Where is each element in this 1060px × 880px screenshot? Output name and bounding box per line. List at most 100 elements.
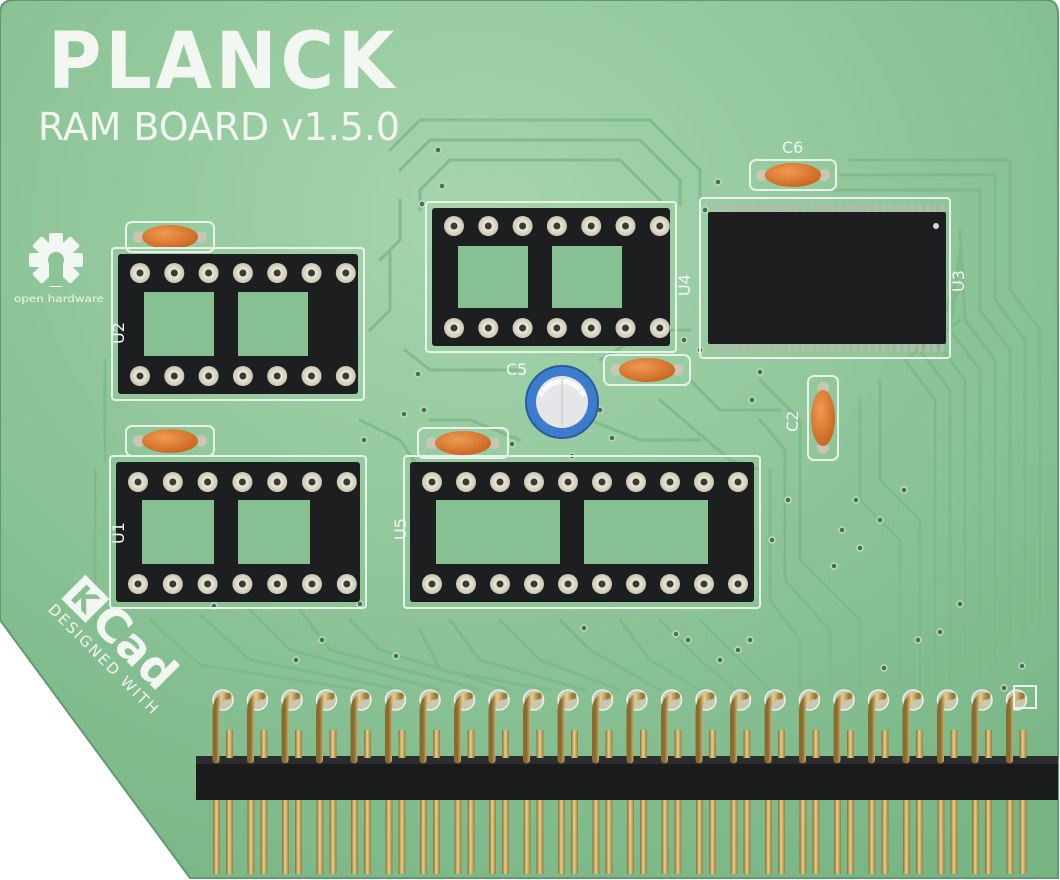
u3-pin (757, 342, 762, 352)
u3-pin (794, 342, 798, 352)
u3-pin (830, 342, 835, 352)
header-pin (488, 689, 510, 874)
header-pin (729, 689, 752, 874)
u3-pin (721, 342, 725, 352)
c5-designator: C5 (506, 360, 527, 379)
u3-pin (881, 342, 886, 352)
u3-pin (721, 204, 725, 214)
u3-pin (772, 342, 776, 352)
u4-designator: U4 (675, 274, 694, 296)
u3-pin (787, 342, 791, 352)
u3-pin (933, 342, 937, 352)
u3-pin (714, 342, 718, 352)
u3-pin (933, 204, 937, 214)
u3-pin (860, 342, 864, 352)
u3-pin (838, 204, 842, 214)
u3-pin (925, 204, 930, 214)
pin-header-connector (196, 685, 1058, 874)
u3-designator: U3 (949, 270, 968, 292)
header-pin (1005, 689, 1028, 874)
u3-pin (765, 342, 769, 352)
header-pin (557, 689, 579, 874)
header-pin (695, 689, 717, 874)
u3-pin (852, 204, 857, 214)
header-pin (212, 689, 234, 874)
u3-pin (728, 342, 733, 352)
capacitor-c2 (807, 375, 839, 461)
header-pin (522, 689, 545, 874)
c6-designator: C6 (782, 138, 803, 157)
capacitor-u5-bypass (417, 427, 509, 459)
header-pin (936, 689, 959, 874)
dip-sockets (109, 201, 761, 609)
u3-pin (808, 204, 813, 214)
u3-pin (823, 342, 827, 352)
header-pin (591, 689, 614, 874)
board-subtitle: RAM BOARD v1.5.0 (38, 105, 400, 149)
u3-pin (940, 204, 944, 214)
u3-pin (874, 204, 879, 214)
u3-pin (911, 204, 915, 214)
u3-pin (779, 342, 784, 352)
u3-pin (728, 204, 733, 214)
u3-pin (911, 342, 915, 352)
open-hardware-label: open hardware (14, 294, 104, 305)
header-pin (419, 689, 441, 874)
header-pin (315, 689, 338, 874)
open-hardware-gear-icon (29, 233, 83, 287)
u3-pin (940, 342, 944, 352)
u3-pin (787, 204, 791, 214)
header-pin (764, 689, 786, 874)
u3-pin (750, 204, 754, 214)
capacitor-u2-bypass (125, 221, 215, 253)
u3-pin (896, 204, 900, 214)
u3-pin (801, 204, 806, 214)
u3-pin (816, 204, 820, 214)
u3-pin (918, 204, 922, 214)
header-pin (350, 689, 372, 874)
u3-pin (779, 204, 784, 214)
header-pin (660, 689, 683, 874)
header-pin (453, 689, 476, 874)
header-pin (246, 689, 269, 874)
u3-pin (714, 204, 718, 214)
header-pin (867, 689, 890, 874)
header-pin (281, 689, 303, 874)
u2-designator: U2 (109, 322, 128, 344)
u3-pins (714, 204, 944, 352)
u3-pin (845, 342, 849, 352)
u3-pin (735, 342, 740, 352)
u1-designator: U1 (109, 522, 128, 544)
planck-logo: PLANCK (48, 17, 398, 107)
dip-socket-u2 (111, 247, 365, 401)
u3-pin (808, 342, 813, 352)
c2-designator: C2 (783, 411, 802, 432)
u3-pin (757, 204, 762, 214)
u3-pin (772, 204, 776, 214)
u3-pin (889, 204, 893, 214)
dip-socket-u1 (109, 455, 367, 609)
u3-pin (845, 204, 849, 214)
capacitor-c6 (749, 159, 837, 191)
u3-pin (925, 342, 930, 352)
u3-pin (867, 342, 871, 352)
u3-pin (867, 204, 871, 214)
u3-pin (903, 204, 908, 214)
dip-socket-u4 (425, 201, 677, 353)
capacitor-u4-bypass (603, 354, 691, 386)
capacitor-u1-bypass (125, 425, 215, 457)
u3-pin (918, 342, 922, 352)
u3-pin (735, 204, 740, 214)
dip-socket-u5 (403, 455, 761, 609)
header-pin (626, 689, 648, 874)
u3-pin (743, 342, 747, 352)
u3-pin (801, 342, 806, 352)
u3-pin (830, 204, 835, 214)
header-pin (384, 689, 407, 874)
u3-pin (881, 204, 886, 214)
header-pin (902, 689, 924, 874)
u3-pin (794, 204, 798, 214)
u3-pin (889, 342, 893, 352)
